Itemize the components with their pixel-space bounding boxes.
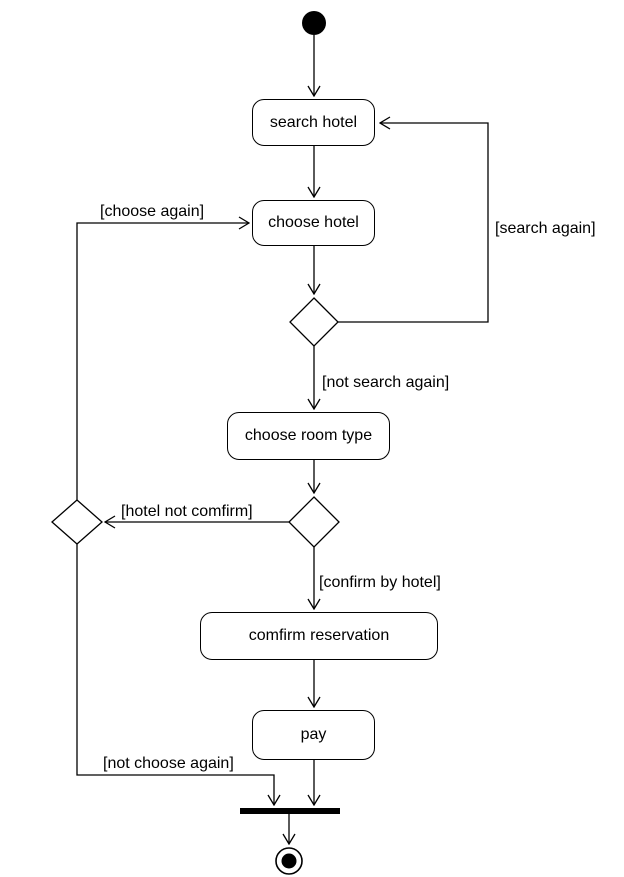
activity-pay-label: pay bbox=[300, 726, 327, 743]
activity-choose-hotel: choose hotel bbox=[252, 200, 375, 246]
decision-search-again-icon bbox=[289, 297, 339, 347]
final-node-inner-icon bbox=[281, 853, 297, 869]
activity-choose-room-type: choose room type bbox=[227, 412, 390, 460]
decision-choose-again-icon bbox=[51, 499, 103, 545]
edge-choose-again-loop bbox=[76, 223, 249, 501]
guard-confirm-by-hotel: [confirm by hotel] bbox=[319, 574, 441, 591]
guard-search-again: [search again] bbox=[495, 220, 596, 237]
join-bar-icon bbox=[240, 808, 340, 814]
activity-pay: pay bbox=[252, 710, 375, 760]
guard-not-search-again: [not search again] bbox=[322, 374, 450, 391]
guard-hotel-not-comfirm: [hotel not comfirm] bbox=[121, 503, 253, 520]
activity-search-hotel-label: search hotel bbox=[269, 113, 358, 131]
activity-comfirm-reservation: comfirm reservation bbox=[200, 612, 438, 660]
activity-choose-hotel-label: choose hotel bbox=[268, 214, 359, 231]
activity-choose-room-type-label: choose room type bbox=[244, 427, 373, 444]
activity-comfirm-reservation-label: comfirm reservation bbox=[248, 627, 390, 644]
decision-hotel-confirm-icon bbox=[288, 496, 340, 548]
activity-search-hotel: search hotel bbox=[252, 99, 375, 146]
initial-node-icon bbox=[302, 11, 326, 35]
guard-choose-again: [choose again] bbox=[100, 203, 205, 220]
edge-not-choose-again bbox=[76, 544, 274, 805]
edge-search-again-loop bbox=[338, 123, 489, 323]
guard-not-choose-again: [not choose again] bbox=[103, 755, 234, 772]
